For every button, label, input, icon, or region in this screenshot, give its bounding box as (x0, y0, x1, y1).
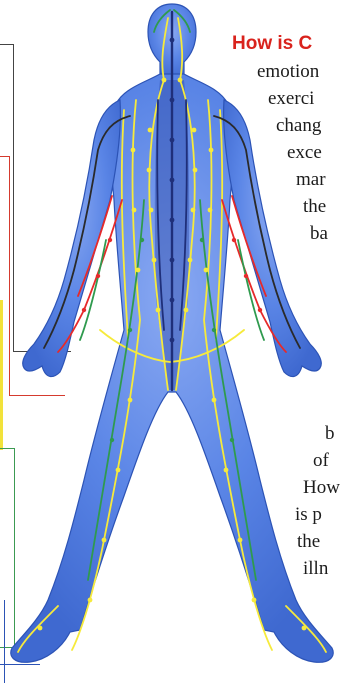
acupoint (140, 238, 144, 242)
acupoint (230, 438, 234, 442)
acupoint (192, 128, 197, 133)
acupoint (136, 268, 141, 273)
acupoint (193, 168, 198, 173)
acupoint (128, 328, 132, 332)
acupoint (209, 148, 214, 153)
acupoint (147, 168, 152, 173)
acupoint (212, 328, 216, 332)
acupoint (238, 538, 243, 543)
acupoint (82, 308, 86, 312)
acupoint (170, 298, 175, 303)
acupoint (302, 626, 307, 631)
acupoint (170, 138, 175, 143)
acupoint (170, 178, 175, 183)
acupoint (200, 238, 204, 242)
acupoint (132, 208, 137, 213)
acupoint (170, 338, 175, 343)
acupoint (208, 208, 213, 213)
acupoint (162, 78, 167, 83)
acupoint (178, 78, 183, 83)
acupoint (170, 98, 175, 103)
acupoint (170, 38, 175, 43)
acupoint (232, 238, 236, 242)
acupoint (188, 258, 193, 263)
acupoint (116, 468, 121, 473)
acupoint (148, 128, 153, 133)
acupoint (258, 308, 262, 312)
acupoint (170, 218, 175, 223)
acupoint (156, 308, 161, 313)
acupoint (102, 538, 107, 543)
acupoint (96, 274, 100, 278)
acupoint (252, 598, 257, 603)
acupoint (224, 468, 229, 473)
acupoint (149, 208, 154, 213)
acupoint (212, 398, 217, 403)
acupoint (244, 274, 248, 278)
acupoint (108, 238, 112, 242)
acupoint (152, 258, 157, 263)
acupoint (184, 308, 189, 313)
acupoint (110, 438, 114, 442)
acupoint (170, 258, 175, 263)
acupoint (131, 148, 136, 153)
acupoint (38, 626, 43, 631)
acupoint (191, 208, 196, 213)
acupoint (88, 598, 93, 603)
acupoint (128, 398, 133, 403)
acupoint (204, 268, 209, 273)
